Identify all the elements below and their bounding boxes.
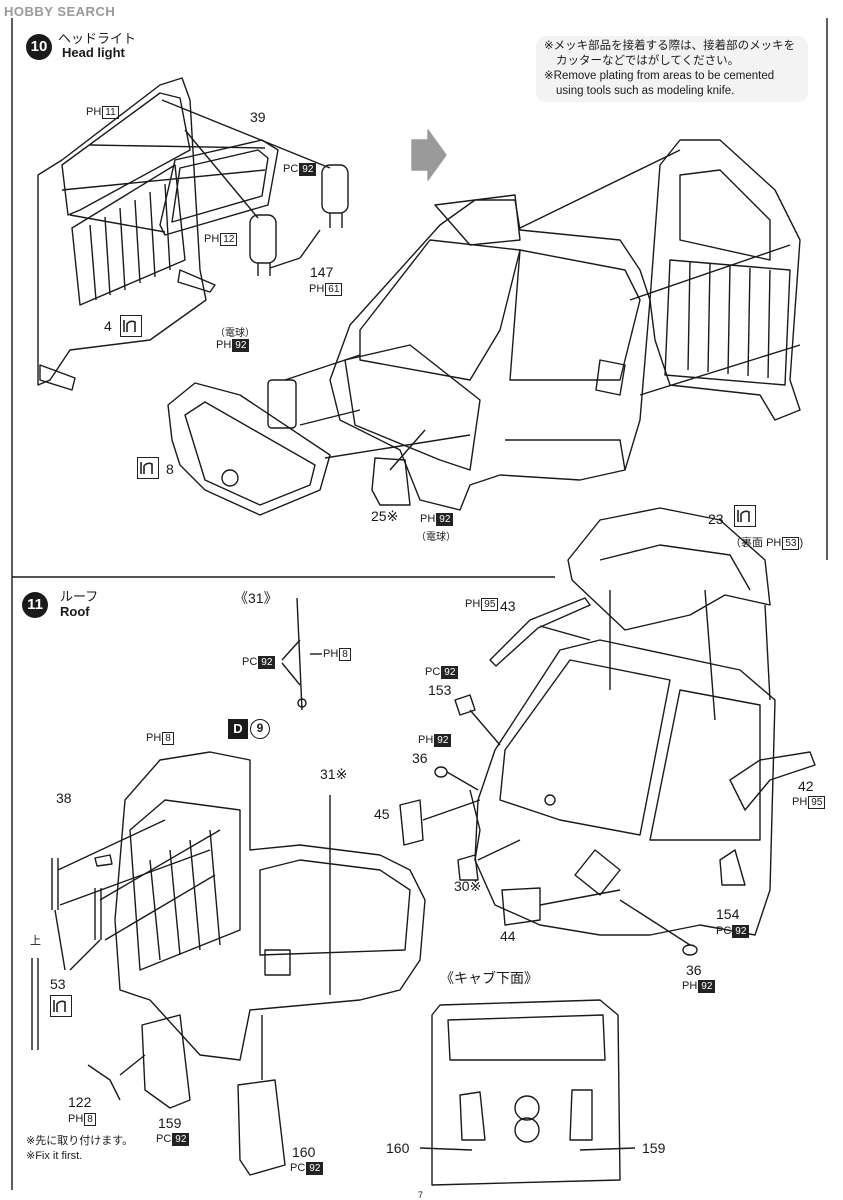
cement-icon: [734, 505, 756, 527]
hobby-search-logo: HOBBY SEARCH: [4, 4, 116, 19]
plating-note-line-3: ※Remove plating from areas to be cemente…: [544, 70, 775, 82]
footnote-jp: ※先に取り付けます。: [26, 1135, 134, 1147]
bulb-note-b: （電球）: [416, 532, 456, 543]
part-44-label: 44: [500, 928, 516, 944]
part-160-label-b: 160: [386, 1140, 410, 1156]
cement-icon: [137, 457, 159, 479]
step-11-title-jp: ルーフ: [60, 589, 99, 604]
part-25-label: 25※: [371, 508, 399, 524]
cab-underside-label: 《キャブ下面》: [440, 970, 538, 986]
cement-icon: [50, 995, 72, 1017]
step-11-title-en: Roof: [60, 604, 90, 619]
plating-note-line-1: ※メッキ部品を接着する際は、接着部のメッキを: [544, 40, 796, 52]
part-23-label: 23: [708, 511, 724, 527]
part-45-label: 45: [374, 806, 390, 822]
part-43-label: 43: [500, 598, 516, 614]
part-53-label: 53: [50, 976, 66, 992]
cement-icon: [120, 315, 142, 337]
part-153-label: 153: [428, 682, 452, 698]
part-159-label-a: 159: [158, 1115, 182, 1131]
plating-note-line-4: using tools such as modeling knife.: [556, 85, 735, 97]
part-154-label: 154: [716, 906, 740, 922]
step-11-number: 11: [22, 592, 48, 618]
page-number: 7: [418, 1190, 424, 1200]
part-36-label-a: 36: [412, 750, 428, 766]
bulb-note-a: （電球）: [215, 328, 255, 339]
plating-note-line-2: カッターなどではがしてください。: [556, 55, 740, 67]
step-10-title-jp: ヘッドライト: [58, 31, 137, 46]
plating-note: ※メッキ部品を接着する際は、接着部のメッキを カッターなどではがしてください。 …: [536, 36, 808, 102]
part-38-label: 38: [56, 790, 72, 806]
part-147-label: 147: [310, 264, 334, 280]
d-badge-number: 9: [250, 719, 270, 739]
part-122-label: 122: [68, 1094, 92, 1110]
step-10-title-en: Head light: [62, 45, 125, 60]
part-4-label: 4: [104, 318, 112, 334]
up-direction-label: 上: [30, 935, 41, 947]
part-160-label-a: 160: [292, 1144, 316, 1160]
d-badge-letter: D: [228, 719, 248, 739]
part-30-label: 30※: [454, 878, 482, 894]
part-8-label: 8: [166, 461, 174, 477]
part-36-label-b: 36: [686, 962, 702, 978]
part-31-label: 31※: [320, 766, 348, 782]
part-31-bracket-label: 《31》: [234, 590, 278, 606]
part-39-label: 39: [250, 109, 266, 125]
part-42-label: 42: [798, 778, 814, 794]
step-10-number: 10: [26, 34, 52, 60]
part-159-label-b: 159: [642, 1140, 666, 1156]
footnote-en: ※Fix it first.: [26, 1150, 83, 1162]
